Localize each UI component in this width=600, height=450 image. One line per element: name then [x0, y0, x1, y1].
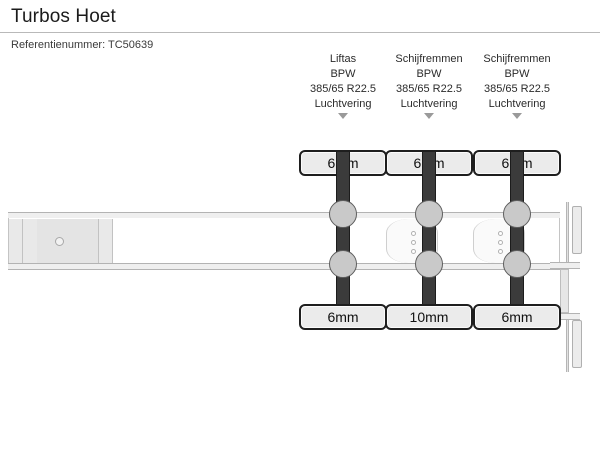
page-header: Turbos Hoet Referentienummer: TC50639 [0, 0, 600, 51]
rear-mudflap-plate [560, 269, 569, 313]
chevron-down-icon[interactable] [338, 113, 348, 119]
rear-underrun-assembly [550, 202, 594, 372]
kingpin-plate [9, 219, 113, 263]
axle-3-label: Schijfremmen BPW 385/65 R22.5 Luchtverin… [469, 52, 565, 119]
rear-bracket-top [572, 206, 582, 254]
axle-1-brand: BPW [330, 68, 356, 80]
kingpin-divider-1 [22, 219, 23, 263]
axle-2-brand: BPW [416, 68, 442, 80]
axle-2-hub-bottom [415, 250, 443, 278]
axle-1-hub-top [329, 200, 357, 228]
axle-2-suspension: Luchtvering [400, 98, 458, 110]
axle-3-hub-top [503, 200, 531, 228]
cutout-hole [411, 240, 416, 245]
axle-1[interactable]: Liftas BPW 385/65 R22.5 Luchtvering 6mm … [295, 52, 391, 352]
axle-1-tyre-size: 385/65 R22.5 [309, 83, 377, 95]
axle-1-tread-bottom: 6mm [299, 304, 387, 330]
axle-1-beam [336, 152, 350, 317]
axle-2-beam [422, 152, 436, 317]
axle-2-hub-top [415, 200, 443, 228]
header-divider [0, 32, 600, 33]
axle-3[interactable]: Schijfremmen BPW 385/65 R22.5 Luchtverin… [469, 52, 565, 352]
axle-2-tread-bottom: 10mm [385, 304, 473, 330]
axle-3-brand: BPW [504, 68, 530, 80]
rear-bracket-bottom [572, 320, 582, 368]
kingpin-circle-icon [55, 237, 64, 246]
axle-2-tyre-size: 385/65 R22.5 [395, 83, 463, 95]
page-title: Turbos Hoet [11, 6, 116, 27]
axle-3-brake-type: Schijfremmen [483, 53, 551, 65]
axle-2-brake-type: Schijfremmen [395, 53, 463, 65]
chevron-down-icon[interactable] [424, 113, 434, 119]
kingpin-pad [37, 219, 99, 263]
axle-3-tread-bottom: 6mm [473, 304, 561, 330]
chassis-rail-bottom [8, 263, 560, 270]
axle-3-hub-bottom [503, 250, 531, 278]
cutout-hole [411, 249, 416, 254]
axle-3-suspension: Luchtvering [488, 98, 546, 110]
cutout-hole [498, 249, 503, 254]
axle-3-beam [510, 152, 524, 317]
cutout-hole [498, 240, 503, 245]
rear-arm-bottom [550, 313, 580, 320]
axle-1-label: Liftas BPW 385/65 R22.5 Luchtvering [295, 52, 391, 119]
axle-1-hub-bottom [329, 250, 357, 278]
cutout-hole [498, 231, 503, 236]
axle-2-label: Schijfremmen BPW 385/65 R22.5 Luchtverin… [381, 52, 477, 119]
axle-1-suspension: Luchtvering [314, 98, 372, 110]
axle-1-brake-type: Liftas [329, 53, 357, 65]
cutout-hole [411, 231, 416, 236]
axle-3-tyre-size: 385/65 R22.5 [483, 83, 551, 95]
trailer-axle-diagram: Liftas BPW 385/65 R22.5 Luchtvering 6mm … [0, 52, 600, 372]
reference-number: Referentienummer: TC50639 [11, 39, 154, 51]
rear-arm-top [550, 262, 580, 269]
chevron-down-icon[interactable] [512, 113, 522, 119]
axle-2[interactable]: Schijfremmen BPW 385/65 R22.5 Luchtverin… [381, 52, 477, 352]
